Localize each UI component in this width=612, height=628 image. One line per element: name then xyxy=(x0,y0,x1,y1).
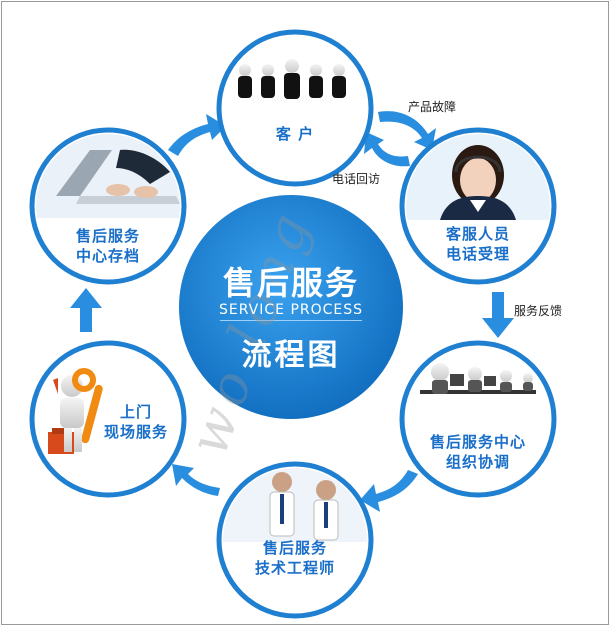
arrow-staff-to-customer xyxy=(364,132,410,167)
customers-figures-icon xyxy=(238,59,346,99)
archive-line2: 中心存档 xyxy=(75,247,140,265)
flow-arrows xyxy=(70,111,514,512)
engineer-line2: 技术工程师 xyxy=(254,559,335,577)
service-staff-line2: 电话受理 xyxy=(445,245,510,263)
arrow-customer-to-staff xyxy=(378,111,436,150)
service-staff-line1: 客服人员 xyxy=(445,225,510,243)
flow-note-callback: 电话回访 xyxy=(332,172,381,186)
wrench-figure-icon xyxy=(48,368,103,454)
flow-note-feedback: 服务反馈 xyxy=(514,304,563,318)
onsite-line2: 现场服务 xyxy=(103,423,168,441)
engineers-photo-icon xyxy=(223,468,367,542)
center-title: 售后服务 xyxy=(222,264,359,302)
headset-operator-icon xyxy=(406,134,550,220)
center-divider xyxy=(220,320,362,321)
center-subtitle: SERVICE PROCESS xyxy=(218,302,364,318)
node-label-service-staff: 客服人员 电话受理 xyxy=(418,224,538,264)
arrow-engineer-to-onsite xyxy=(172,464,220,496)
customer-line1: 客 户 xyxy=(275,125,315,143)
arrow-onsite-to-archive xyxy=(70,288,102,332)
node-label-customer: 客 户 xyxy=(235,124,355,144)
flow-note-fault: 产品故障 xyxy=(408,100,457,114)
service-center-line2: 组织协调 xyxy=(445,453,510,471)
node-label-onsite: 上门 现场服务 xyxy=(86,402,186,442)
service-center-line1: 售后服务中心 xyxy=(429,433,526,451)
arrow-archive-to-customer xyxy=(168,114,226,156)
arrow-center-to-engineer xyxy=(360,470,418,512)
engineer-line1: 售后服务 xyxy=(262,539,327,557)
center-circle xyxy=(179,195,403,419)
node-label-service-center: 售后服务中心 组织协调 xyxy=(413,432,543,472)
node-label-archive: 售后服务 中心存档 xyxy=(48,226,168,266)
node-circle-customer xyxy=(216,29,374,187)
archive-line1: 售后服务 xyxy=(75,227,140,245)
node-label-engineer: 售后服务 技术工程师 xyxy=(235,538,355,578)
node-circle-service-center xyxy=(399,340,557,498)
center-caption: 流程图 xyxy=(241,338,341,373)
onsite-line1: 上门 xyxy=(119,403,152,421)
arrow-staff-to-center xyxy=(482,292,514,338)
call-center-figures-icon xyxy=(420,363,536,394)
